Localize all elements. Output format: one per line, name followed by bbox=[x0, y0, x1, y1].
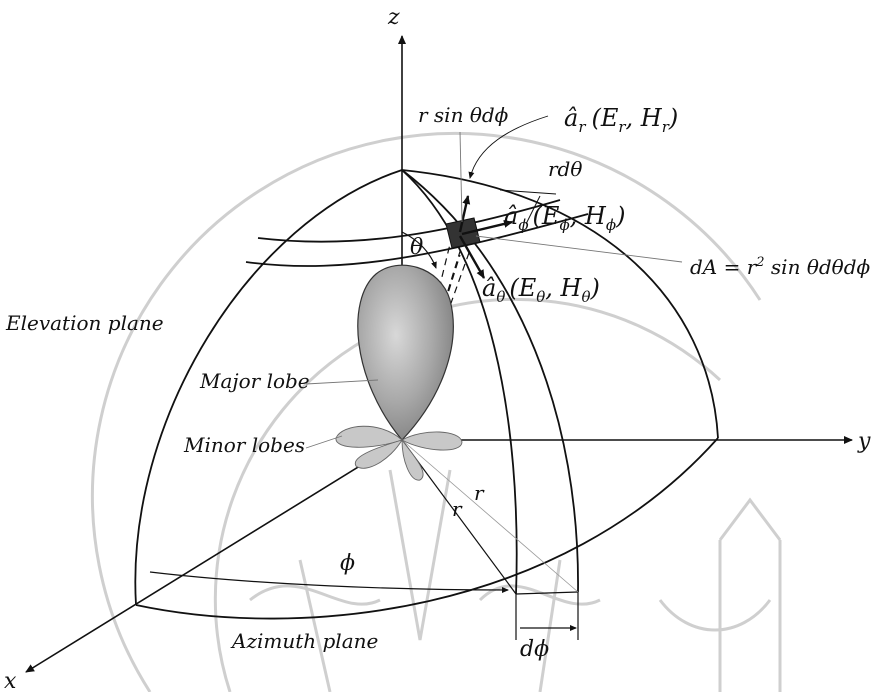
r-label-2: r bbox=[474, 481, 485, 505]
major-lobe bbox=[357, 264, 454, 441]
x-axis bbox=[25, 439, 403, 673]
azimuth-plane-label: Azimuth plane bbox=[230, 629, 378, 653]
azimuth-plane-arc bbox=[135, 437, 719, 620]
r-dtheta-label: rdθ bbox=[548, 157, 582, 181]
surface-element bbox=[445, 189, 557, 279]
leader-minor bbox=[305, 435, 343, 449]
leader-major bbox=[305, 379, 379, 385]
d-phi-label: dϕ bbox=[520, 637, 549, 662]
z-axis-label: z bbox=[387, 5, 400, 30]
minor-lobe-lower-left bbox=[354, 439, 403, 469]
r-label-1: r bbox=[452, 497, 463, 521]
leader-rsin bbox=[459, 131, 463, 223]
atheta-vector bbox=[458, 235, 486, 279]
phi-label: ϕ bbox=[340, 551, 355, 576]
ar-vector bbox=[458, 195, 471, 233]
theta-arc bbox=[401, 231, 437, 269]
r-sin-theta-dphi-label: r sin θdϕ bbox=[418, 103, 509, 127]
watermark-seal bbox=[90, 131, 782, 692]
meridian-1 bbox=[401, 169, 518, 595]
y-axis-label: y bbox=[857, 429, 871, 454]
hemisphere-outline bbox=[134, 169, 719, 620]
leader-lines bbox=[305, 115, 683, 449]
major-lobe-label: Major lobe bbox=[199, 369, 310, 393]
x-axis-label: x bbox=[4, 669, 17, 692]
aphi-vector bbox=[461, 219, 513, 236]
minor-lobe-lower-right bbox=[401, 438, 424, 481]
rdtheta-dim bbox=[525, 195, 541, 225]
leader-dA bbox=[475, 235, 683, 263]
rdtheta-tick-1 bbox=[499, 189, 557, 195]
ar-label: âr(Er, Hr) bbox=[564, 104, 678, 136]
elevation-plane-label: Elevation plane bbox=[5, 311, 164, 335]
aphi-label: âϕ(Eϕ, Hϕ) bbox=[504, 202, 625, 234]
minor-lobes-label: Minor lobes bbox=[183, 433, 305, 457]
leader-ar bbox=[468, 115, 549, 179]
yz-arc bbox=[401, 169, 719, 439]
dA-label: dA = r2 sin θdθdϕ bbox=[690, 255, 871, 279]
radiation-lobes bbox=[335, 264, 463, 481]
elevation-plane-arc bbox=[134, 169, 403, 606]
meridian-2 bbox=[401, 169, 579, 593]
atheta-label: âθ(Eθ, Hθ) bbox=[482, 274, 600, 306]
minor-lobe-right bbox=[401, 431, 463, 451]
phi-arc bbox=[149, 571, 509, 593]
parallel-1 bbox=[257, 199, 561, 243]
parallel-2 bbox=[245, 213, 589, 267]
theta-label: θ bbox=[410, 235, 423, 260]
